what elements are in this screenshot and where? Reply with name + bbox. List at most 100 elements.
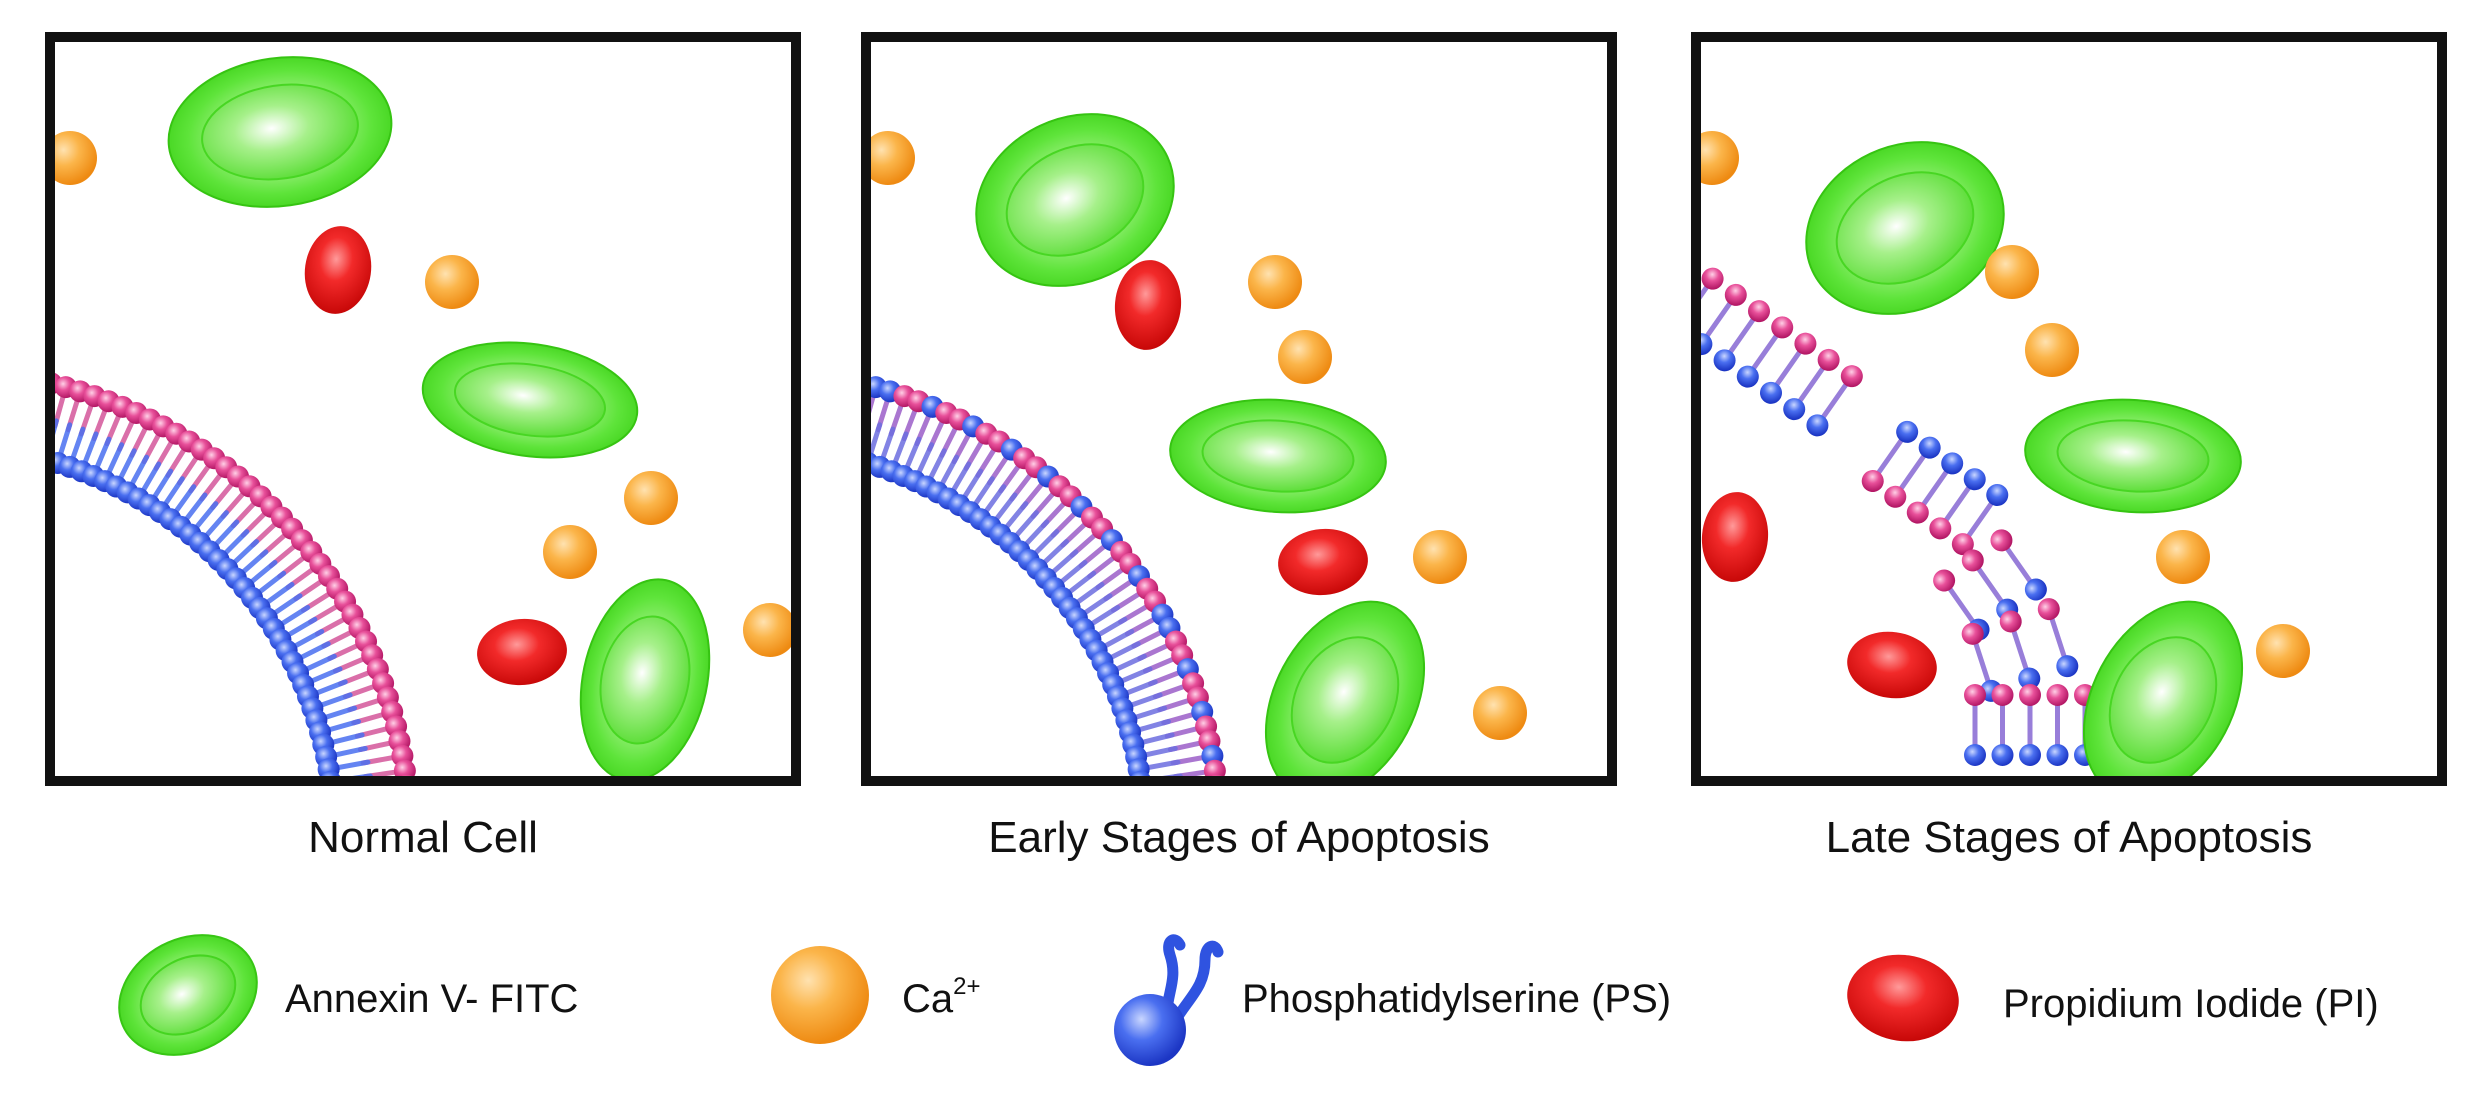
lipid-head: [1941, 452, 1964, 475]
lipid-tail: [33, 417, 42, 456]
lipid-tail: [0, 409, 2, 449]
lipid-tail: [1701, 280, 1713, 326]
calcium-ion-icon: [425, 255, 479, 309]
lipid-head: [321, 770, 341, 776]
lipid-tail: [784, 371, 787, 411]
lipid-tail: [2047, 612, 2069, 664]
annexin-v-fitc-icon: [1264, 600, 1426, 776]
lipid-head: [1964, 684, 1986, 706]
lipid-head: [1783, 398, 1806, 421]
lipid-head: [1986, 483, 2009, 506]
lipid-tail: [1971, 636, 1993, 688]
lipid-head: [1861, 470, 1884, 493]
lipid-head: [1906, 501, 1929, 524]
calcium-ion-icon: [2156, 530, 2210, 584]
lipid-head: [2037, 598, 2060, 621]
lipid-head: [1991, 684, 2014, 706]
lipid-head: [1207, 790, 1229, 812]
annexin-v-fitc-icon: [2024, 398, 2242, 514]
lipid-head: [808, 440, 830, 462]
lipid-head: [1896, 420, 1919, 443]
lipid-head: [1961, 622, 1984, 645]
lipid-tail: [727, 371, 729, 411]
lipid-head: [1724, 283, 1747, 306]
lipid-tail: [1895, 449, 1930, 495]
lipid-tail: [367, 786, 407, 791]
lipid-tail: [1177, 786, 1217, 791]
propidium-iodide-icon: [1278, 528, 1368, 596]
lipid-head: [1990, 529, 2013, 552]
lipid-head: [821, 366, 843, 388]
lipid-head: [1713, 349, 1736, 372]
lipid-tail: [1963, 496, 1998, 543]
propidium-iodide-icon: [304, 226, 372, 314]
lipid-head: [1918, 436, 1941, 459]
lipid-tail: [825, 377, 832, 416]
lipid-head: [11, 366, 33, 388]
lipid-tail: [838, 380, 846, 419]
annexin-v-fitc-icon: [421, 341, 639, 459]
calcium-ion-icon: [2025, 323, 2079, 377]
calcium-ion-icon: [1473, 686, 1527, 740]
lipid-head: [2046, 744, 2069, 766]
membrane-fragment: [1861, 420, 2009, 556]
early-apoptosis-content: [720, 113, 1527, 812]
lipid-tail: [332, 790, 372, 795]
lipid-head: [1964, 744, 1986, 766]
legend-label-annexin: Annexin V- FITC: [285, 977, 578, 1021]
panel-frame: [1691, 32, 2447, 786]
membrane-fragment: [1933, 529, 2047, 641]
lipid-head: [720, 434, 742, 456]
lipid-head: [1999, 610, 2022, 633]
panel-frame: [861, 32, 1617, 786]
lipid-tail: [28, 380, 36, 419]
lipid-head: [1736, 365, 1759, 388]
panel-label-normal: Normal Cell: [308, 813, 538, 862]
annexin-v-fitc-icon: [975, 113, 1175, 287]
membrane-fragment: [1663, 267, 1863, 437]
membrane-bilayer: [0, 366, 416, 807]
lipid-tail: [1701, 296, 1736, 343]
panel-late-apoptosis: [1663, 32, 2447, 786]
panel-normal-cell: [0, 32, 801, 807]
lipid-tail: [781, 406, 784, 446]
lipid-tail: [1794, 361, 1829, 408]
lipid-head: [26, 369, 48, 391]
propidium-iodide-icon: [1847, 631, 1937, 699]
annexin-v-fitc-icon: [2082, 600, 2244, 776]
calcium-ion-icon: [55, 131, 97, 185]
lipid-head: [731, 359, 753, 381]
calcium-ion-icon: [1248, 255, 1302, 309]
lipid-head: [820, 442, 842, 464]
calcium-legend-icon: [771, 946, 869, 1044]
lipid-tail: [334, 804, 374, 807]
lipid-head: [745, 434, 767, 456]
lipid-head: [806, 364, 828, 386]
lipid-head: [746, 359, 768, 381]
lipid-head: [1771, 316, 1794, 339]
lipid-tail: [1918, 465, 1952, 511]
lipid-tail: [1178, 801, 1218, 804]
late-apoptosis-content: [1663, 131, 2310, 776]
lipid-head: [1963, 468, 1986, 491]
panel-frame: [45, 32, 801, 786]
phospholipid-legend-icon: [1114, 934, 1224, 1066]
lipid-tail: [852, 383, 861, 422]
lipid-tail: [843, 417, 852, 456]
calcium-ion-icon: [743, 603, 791, 657]
lipid-tail: [1724, 313, 1759, 359]
lipid-head: [10, 442, 32, 464]
annexin-v-fitc-icon: [167, 56, 393, 208]
annexin-legend-icon: [118, 934, 258, 1056]
lipid-tail: [768, 405, 770, 445]
lipid-head: [321, 783, 343, 805]
lipid-tail: [1817, 378, 1852, 424]
lipid-tail: [871, 422, 883, 462]
lipid-head: [757, 434, 779, 456]
lipid-head: [1131, 770, 1151, 776]
lipid-tail: [742, 370, 743, 410]
lipid-head: [1663, 313, 1694, 344]
lipid-head: [0, 440, 20, 462]
legend-label-ps: Phosphatidylserine (PS): [1242, 977, 1671, 1021]
